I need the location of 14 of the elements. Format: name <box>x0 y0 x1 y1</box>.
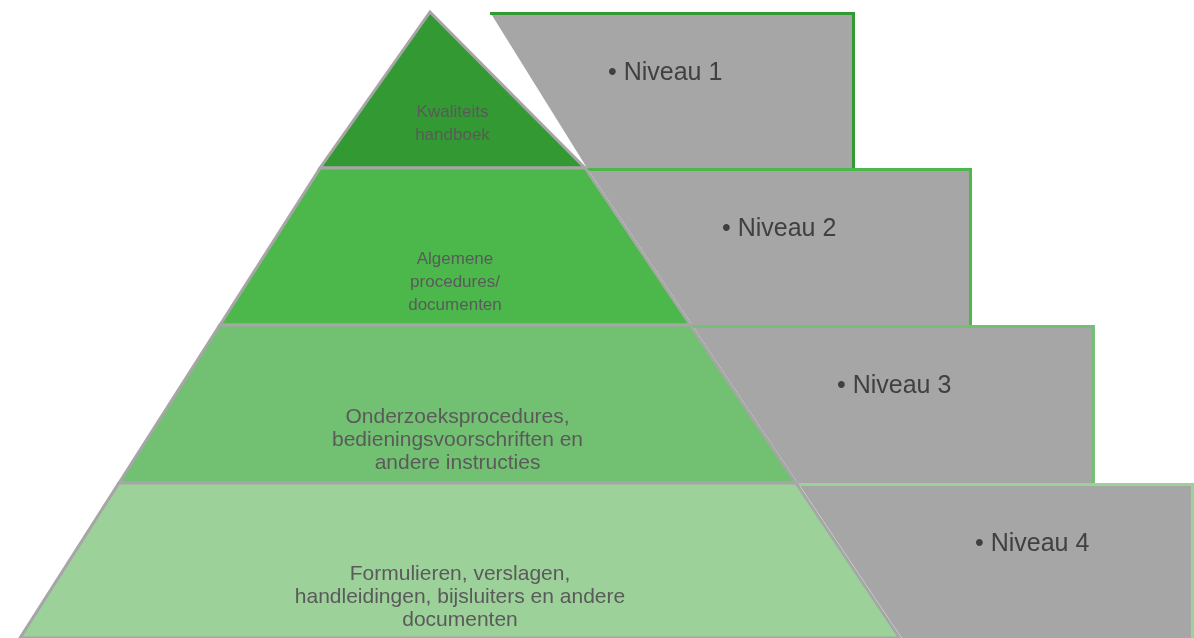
level-box <box>490 12 855 168</box>
level-label: • Niveau 3 <box>837 370 952 399</box>
level-box <box>692 325 1095 483</box>
pyramid-layer <box>20 483 900 638</box>
layer-label: Formulieren, verslagen, handleidingen, bijsluiters en andere documenten <box>293 560 627 630</box>
pyramid-layer <box>219 168 691 325</box>
level-label: • Niveau 1 <box>608 57 723 86</box>
layer-label: Onderzoeksprocedures, bedieningsvoorschriften en andere instructies <box>331 404 584 473</box>
layer-label: Algemene procedures/ documenten <box>407 247 503 316</box>
level-box <box>587 168 972 325</box>
level-box <box>798 483 1194 638</box>
level-label: • Niveau 4 <box>975 528 1090 557</box>
pyramid-layer <box>119 325 797 483</box>
level-label: • Niveau 2 <box>722 213 837 242</box>
